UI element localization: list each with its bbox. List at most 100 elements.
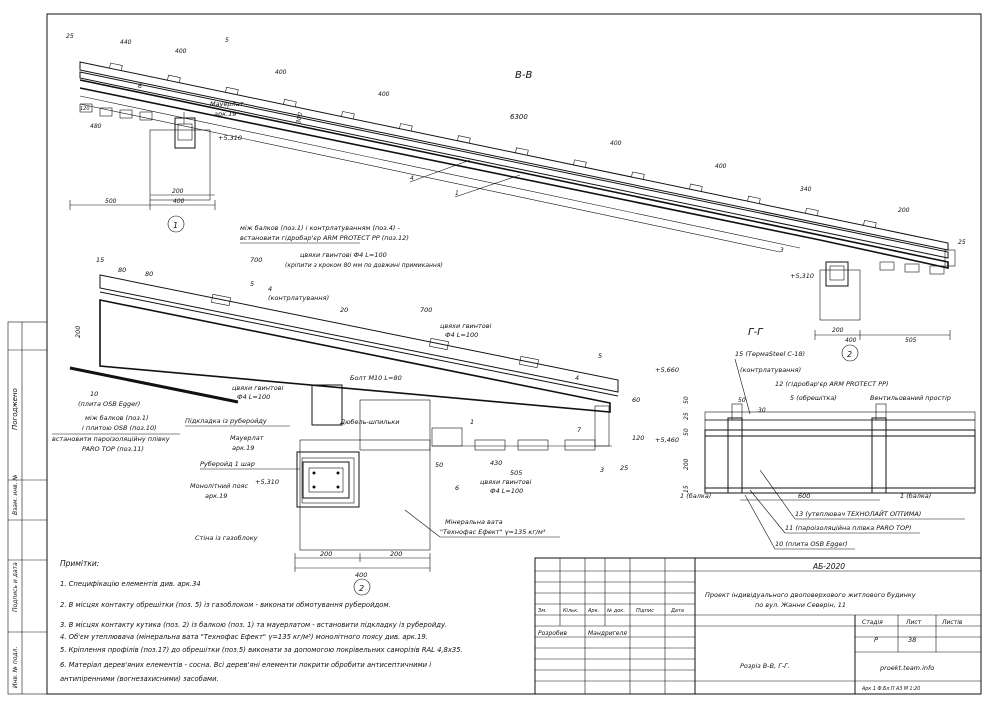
inv-orig-label: Инв. № подл. bbox=[12, 647, 19, 688]
d2-pos5: 5 bbox=[250, 280, 254, 288]
d2-dim-200v: 200 bbox=[74, 326, 82, 338]
d2-dim-700b: 700 bbox=[250, 256, 262, 264]
d2-contr: (контрлатування) bbox=[268, 294, 329, 302]
bb-batten bbox=[109, 62, 123, 71]
d2-pos6: 6 bbox=[455, 484, 459, 492]
bb-right-wall bbox=[819, 269, 861, 321]
gg-dim-15: 15 bbox=[683, 485, 690, 493]
agreed-label: Погоджено bbox=[11, 388, 19, 430]
bb-mauerlat-label: Мауерлат bbox=[210, 100, 244, 108]
d2-nails2: цвяхи гвинтові bbox=[440, 322, 492, 330]
d2-mauerlat-label: Мауерлат bbox=[230, 434, 264, 442]
tb-sheet-h: Лист bbox=[905, 619, 922, 626]
d2-pos1: 1 bbox=[470, 418, 474, 426]
d2-pos4: 4 bbox=[268, 285, 272, 293]
bb-batten bbox=[863, 219, 877, 229]
d2-level-5460: +5,460 bbox=[655, 436, 679, 444]
d2-dubel: Дюбель-шпильки bbox=[339, 418, 399, 426]
gg-label-15: 15 (ТермаSteel С-18) bbox=[735, 350, 805, 358]
tb-col-3: № док. bbox=[606, 608, 625, 614]
tb-sheets-h: Листів bbox=[941, 619, 963, 626]
bb-dim-440: 440 bbox=[120, 39, 132, 46]
d2-nails4b: Ф4 L=100 bbox=[490, 487, 523, 495]
d2-wall bbox=[299, 439, 431, 551]
bb-batten bbox=[457, 135, 471, 144]
bb-batten bbox=[341, 111, 355, 120]
d2-nails1: цвяхи гвинтові Ф4 L=100 bbox=[300, 251, 387, 259]
section-bb-title: В-В bbox=[515, 70, 532, 81]
d2-callout-text: 2 bbox=[359, 584, 364, 593]
d2-wall-label: Стіна із газоблоку bbox=[195, 534, 258, 542]
gg-dim-50b: 50 bbox=[683, 428, 690, 436]
section-gg-title: Г-Г bbox=[748, 327, 764, 338]
gg-dim-200: 200 bbox=[683, 458, 690, 470]
d2-note-top-2: встановити гідробар'єр ARM PROTECT PP (п… bbox=[240, 234, 409, 242]
d2-dim-700: 700 bbox=[420, 306, 432, 314]
notes-title: Примітки: bbox=[60, 559, 99, 568]
bb-dim-480: 480 bbox=[90, 123, 102, 130]
d2-dim-80a: 80 bbox=[118, 266, 126, 274]
d2-pos5b: 5 bbox=[598, 352, 602, 360]
d2-osb-board bbox=[69, 366, 239, 404]
d2-roof-layer bbox=[99, 274, 619, 393]
gg-dim-600: 600 bbox=[798, 492, 810, 500]
bb-batten bbox=[167, 74, 181, 83]
d2-ruberoid: Руберойд 1 шар bbox=[200, 460, 255, 468]
section-bb: В-В 500 200 400 bbox=[66, 33, 966, 362]
note-5: 5. Кріплення профілів (поз.17) до обреші… bbox=[60, 646, 463, 654]
d2-monolit: Монолітний пояс bbox=[190, 482, 248, 490]
note-7: антипіренними (вогнезахисними) засобами. bbox=[60, 675, 219, 683]
d2-mauerlat-ref: арк.19 bbox=[232, 444, 254, 452]
d2-vapor1: встановити пароізоляційну плівку bbox=[52, 435, 170, 443]
tb-col-2: Арк. bbox=[587, 608, 599, 614]
tb-developed: Розробив bbox=[538, 630, 568, 637]
bb-dim-400-3: 400 bbox=[378, 91, 390, 98]
bb-batten bbox=[747, 195, 761, 204]
bb-dim-400-2: 400 bbox=[275, 69, 287, 76]
gg-label-13: 13 (утеплювач ТЕХНОЛАЙТ ОПТИМА) bbox=[795, 509, 921, 518]
bb-batten bbox=[225, 86, 239, 95]
d2-wool2: "Технофас Ефект" γ=135 кг/м³ bbox=[440, 528, 546, 536]
d2-wool: Мінеральна вата bbox=[445, 518, 503, 526]
tb-stage-h: Стадія bbox=[862, 619, 883, 626]
note-3: 3. В місцях контакту кутика (поз. 2) із … bbox=[60, 621, 447, 629]
bb-left-mauerlat bbox=[174, 117, 196, 149]
tb-col-4: Підпис bbox=[636, 608, 654, 614]
bb-batten bbox=[689, 183, 703, 192]
gg-label-10: 10 (плита OSB Egger) bbox=[775, 540, 848, 548]
bb-dim-25: 25 bbox=[66, 33, 74, 40]
bb-mauerlat-ref: арк.19 bbox=[214, 110, 236, 118]
gg-covering bbox=[704, 411, 976, 421]
bb-batten bbox=[399, 123, 413, 132]
d2-dim-200b: 200 bbox=[390, 550, 402, 558]
d2-dim-50: 50 bbox=[435, 461, 443, 469]
bb-left-wall bbox=[149, 129, 211, 201]
bb-level-right: +5,310 bbox=[790, 272, 814, 280]
bb-callout-1 bbox=[167, 215, 185, 233]
title-block: АБ-2020 Проект індивідуального двоповерх… bbox=[534, 557, 982, 695]
bb-pos3: 3 bbox=[780, 247, 784, 254]
notes: Примітки: 1. Специфікацію елементів див.… bbox=[60, 559, 463, 683]
bb-dim-200: 200 bbox=[172, 188, 184, 195]
bb-dim-400: 400 bbox=[173, 198, 185, 205]
bb-dim-340: 340 bbox=[800, 186, 812, 193]
d2-pidkladka: Підкладка із руберойду bbox=[185, 417, 267, 425]
bb-batten bbox=[805, 207, 819, 216]
d2-dim-25: 25 bbox=[620, 464, 628, 472]
bb-rafter-beam bbox=[79, 79, 949, 269]
tb-address: по вул. Жанни Северін, 11 bbox=[755, 601, 846, 609]
d2-osb: (плита OSB Egger) bbox=[78, 400, 140, 408]
d2-monolithic-belt bbox=[296, 451, 360, 508]
d2-dim-60: 60 bbox=[632, 396, 640, 404]
d2-level-5660: +5,660 bbox=[655, 366, 679, 374]
d2-callout bbox=[353, 578, 371, 596]
gg-dim-50c: 50 bbox=[738, 397, 746, 404]
bb-dim-200-r: 200 bbox=[832, 327, 844, 334]
d2-monolit-ref: арк.19 bbox=[205, 492, 227, 500]
gg-label-vent: Вентильований простір bbox=[870, 394, 951, 402]
bb-dim-505: 505 bbox=[905, 337, 917, 344]
tb-sheet: 38 bbox=[908, 636, 916, 644]
bb-dim-300: 300 bbox=[295, 112, 304, 125]
d2-dim-400: 400 bbox=[355, 571, 367, 579]
tb-site: proekt.team.info bbox=[879, 664, 934, 672]
